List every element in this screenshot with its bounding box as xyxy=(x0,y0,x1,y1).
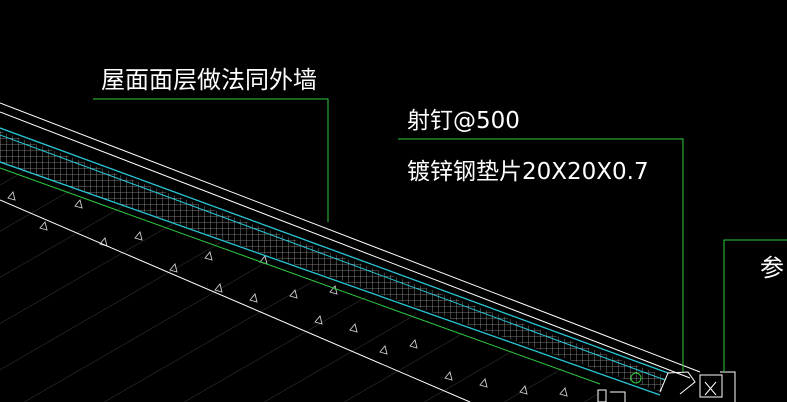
concrete-slab xyxy=(0,160,600,402)
leader-roof-finish xyxy=(93,98,329,222)
aggregate-mark xyxy=(379,345,388,355)
slab-outlines xyxy=(0,102,701,402)
aggregate-mark xyxy=(479,378,488,388)
aggregate-mark xyxy=(204,251,213,261)
insulation-layer xyxy=(0,127,669,396)
aggregate-mark xyxy=(314,315,323,325)
aggregate-mark xyxy=(214,283,223,293)
label-refer: 参 xyxy=(760,254,784,282)
label-roof-finish: 屋面面层做法同外墙 xyxy=(101,66,317,94)
aggregate-mark xyxy=(329,285,338,295)
aggregate-mark xyxy=(249,293,258,303)
label-galvanized-washer: 镀锌钢垫片20X20X0.7 xyxy=(407,159,649,185)
leader-nail-washer xyxy=(398,138,684,372)
aggregate-mark xyxy=(289,289,298,299)
aggregate-mark xyxy=(169,263,178,273)
aggregate-mark xyxy=(519,385,528,395)
edge-detail xyxy=(597,371,736,402)
aggregate-mark xyxy=(134,231,143,241)
aggregate-mark xyxy=(559,387,568,397)
leader-lines xyxy=(93,98,787,372)
leader-refer xyxy=(723,239,787,372)
aggregate-mark xyxy=(349,323,358,333)
aggregate-mark xyxy=(74,199,83,209)
label-nail-spacing: 射钉@500 xyxy=(407,108,520,134)
aggregate-mark xyxy=(409,339,418,349)
aggregate-mark xyxy=(7,191,16,201)
aggregate-mark xyxy=(444,371,453,381)
aggregate-mark xyxy=(39,221,48,231)
